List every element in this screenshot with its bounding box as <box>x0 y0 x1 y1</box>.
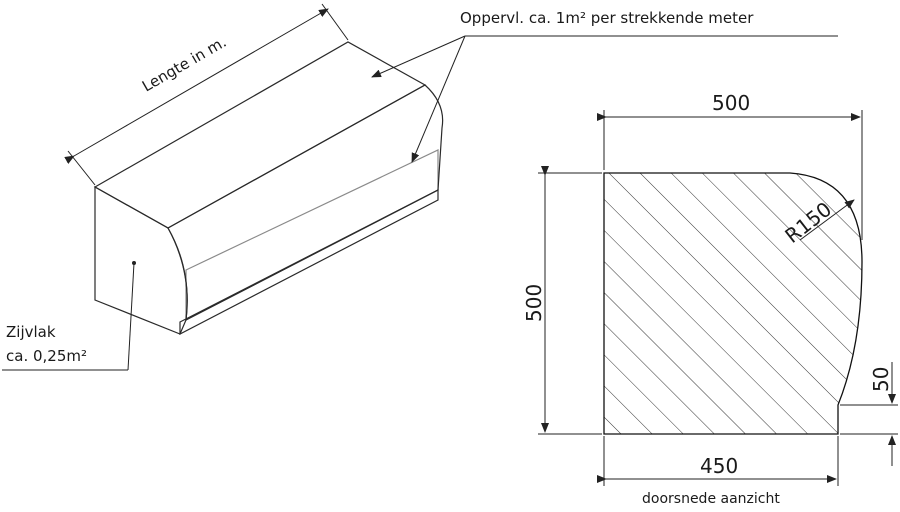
side-face-title: Zijvlak <box>6 323 56 341</box>
dim-width-bottom-label: 450 <box>700 454 738 478</box>
dim-height-label: 500 <box>522 284 546 322</box>
side-face-leader <box>2 261 136 371</box>
length-dimension <box>64 3 349 186</box>
kerb-front-face <box>185 149 439 321</box>
kerb-top-face <box>93 41 427 229</box>
kerb-bottom-step <box>179 189 439 335</box>
section-outline <box>603 172 863 435</box>
dim-width-bottom <box>597 436 839 486</box>
dim-width-top <box>597 110 863 240</box>
side-face-value: ca. 0,25m² <box>6 347 87 365</box>
surface-label: Oppervl. ca. 1m² per strekkende meter <box>460 9 754 27</box>
section-caption: doorsnede aanzicht <box>642 491 780 507</box>
surface-leader <box>371 35 838 163</box>
kerb-side-face <box>94 185 188 335</box>
length-label: Lengte in m. <box>139 33 229 96</box>
dim-step-label: 50 <box>869 367 893 392</box>
cross-section <box>603 172 863 435</box>
kerb-rounded-edge <box>167 84 444 322</box>
dim-step <box>840 362 898 466</box>
dim-height <box>538 166 602 435</box>
dim-width-top-label: 500 <box>712 91 750 115</box>
dim-radius-leader <box>799 199 855 241</box>
kerb-block-3d <box>93 41 444 335</box>
